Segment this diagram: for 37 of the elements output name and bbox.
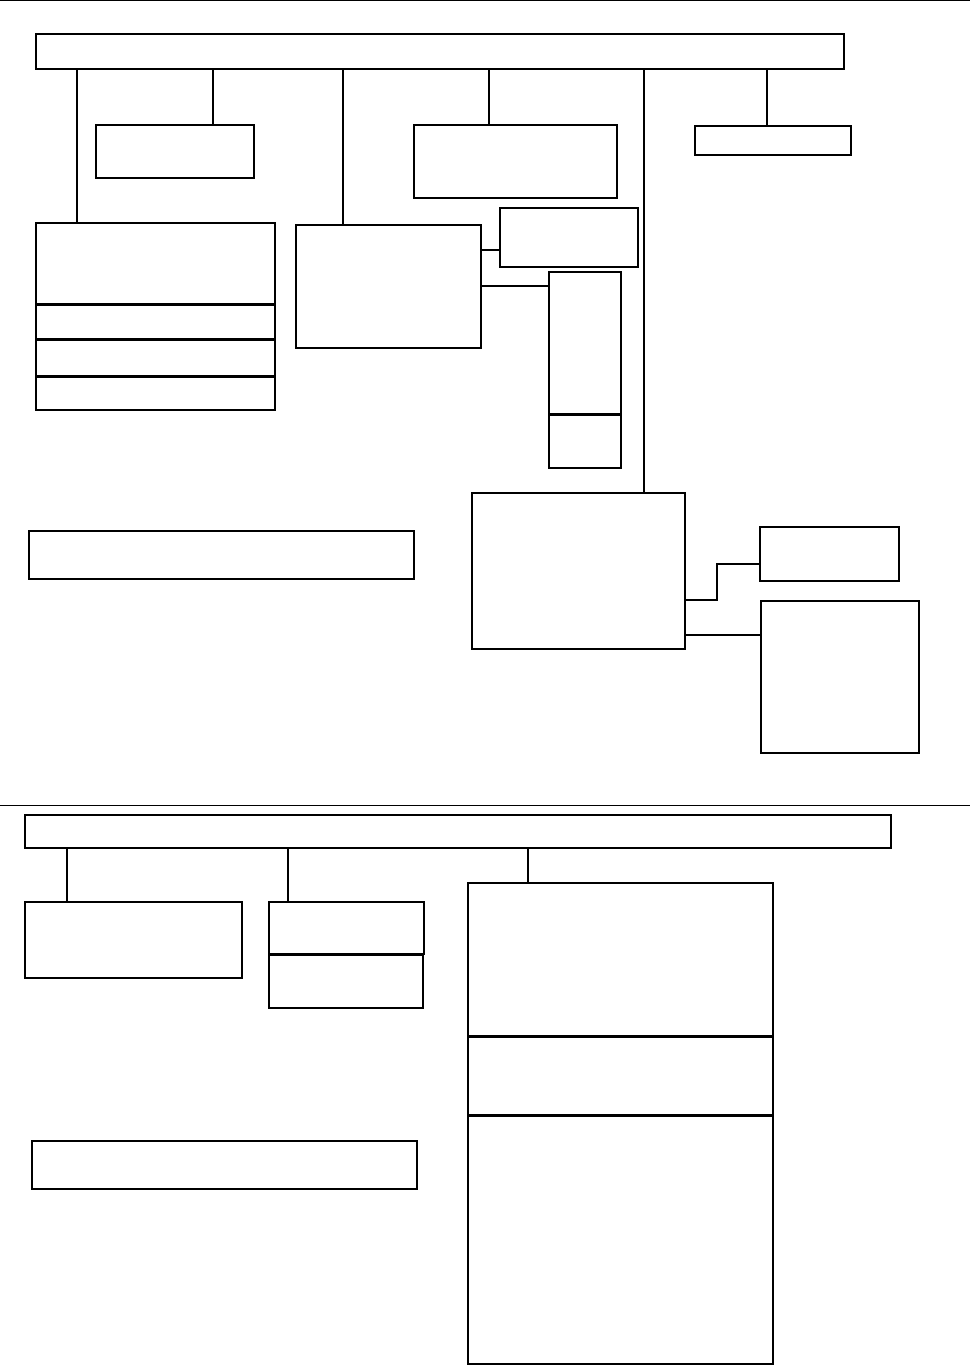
connector-line <box>481 285 549 287</box>
connector-line <box>342 69 344 225</box>
box <box>548 414 622 469</box>
connector-line <box>527 848 529 883</box>
box <box>471 492 686 650</box>
box <box>759 526 900 582</box>
box <box>268 901 425 955</box>
connector-line <box>66 848 68 902</box>
box <box>35 376 276 411</box>
connector-line <box>212 69 214 125</box>
box <box>413 124 618 199</box>
box <box>35 222 276 305</box>
connector-line <box>685 634 761 636</box>
box <box>760 600 920 754</box>
box <box>467 882 774 1037</box>
connector-line <box>643 69 645 493</box>
connector-line <box>287 848 289 902</box>
box <box>499 207 639 268</box>
connector-line <box>685 563 760 601</box>
box <box>35 339 276 377</box>
box <box>467 1036 774 1116</box>
box <box>295 224 482 349</box>
box <box>268 954 424 1009</box>
box <box>467 1115 774 1365</box>
box <box>35 304 276 340</box>
box <box>24 814 892 849</box>
connector-line <box>766 69 768 126</box>
box <box>95 124 255 179</box>
connector-line <box>488 69 490 125</box>
box <box>548 271 622 415</box>
box <box>694 125 852 156</box>
box <box>35 33 845 70</box>
box <box>31 1140 418 1190</box>
box <box>24 901 243 979</box>
box <box>28 530 415 580</box>
connector-line <box>76 69 78 223</box>
connector-line <box>481 249 500 251</box>
